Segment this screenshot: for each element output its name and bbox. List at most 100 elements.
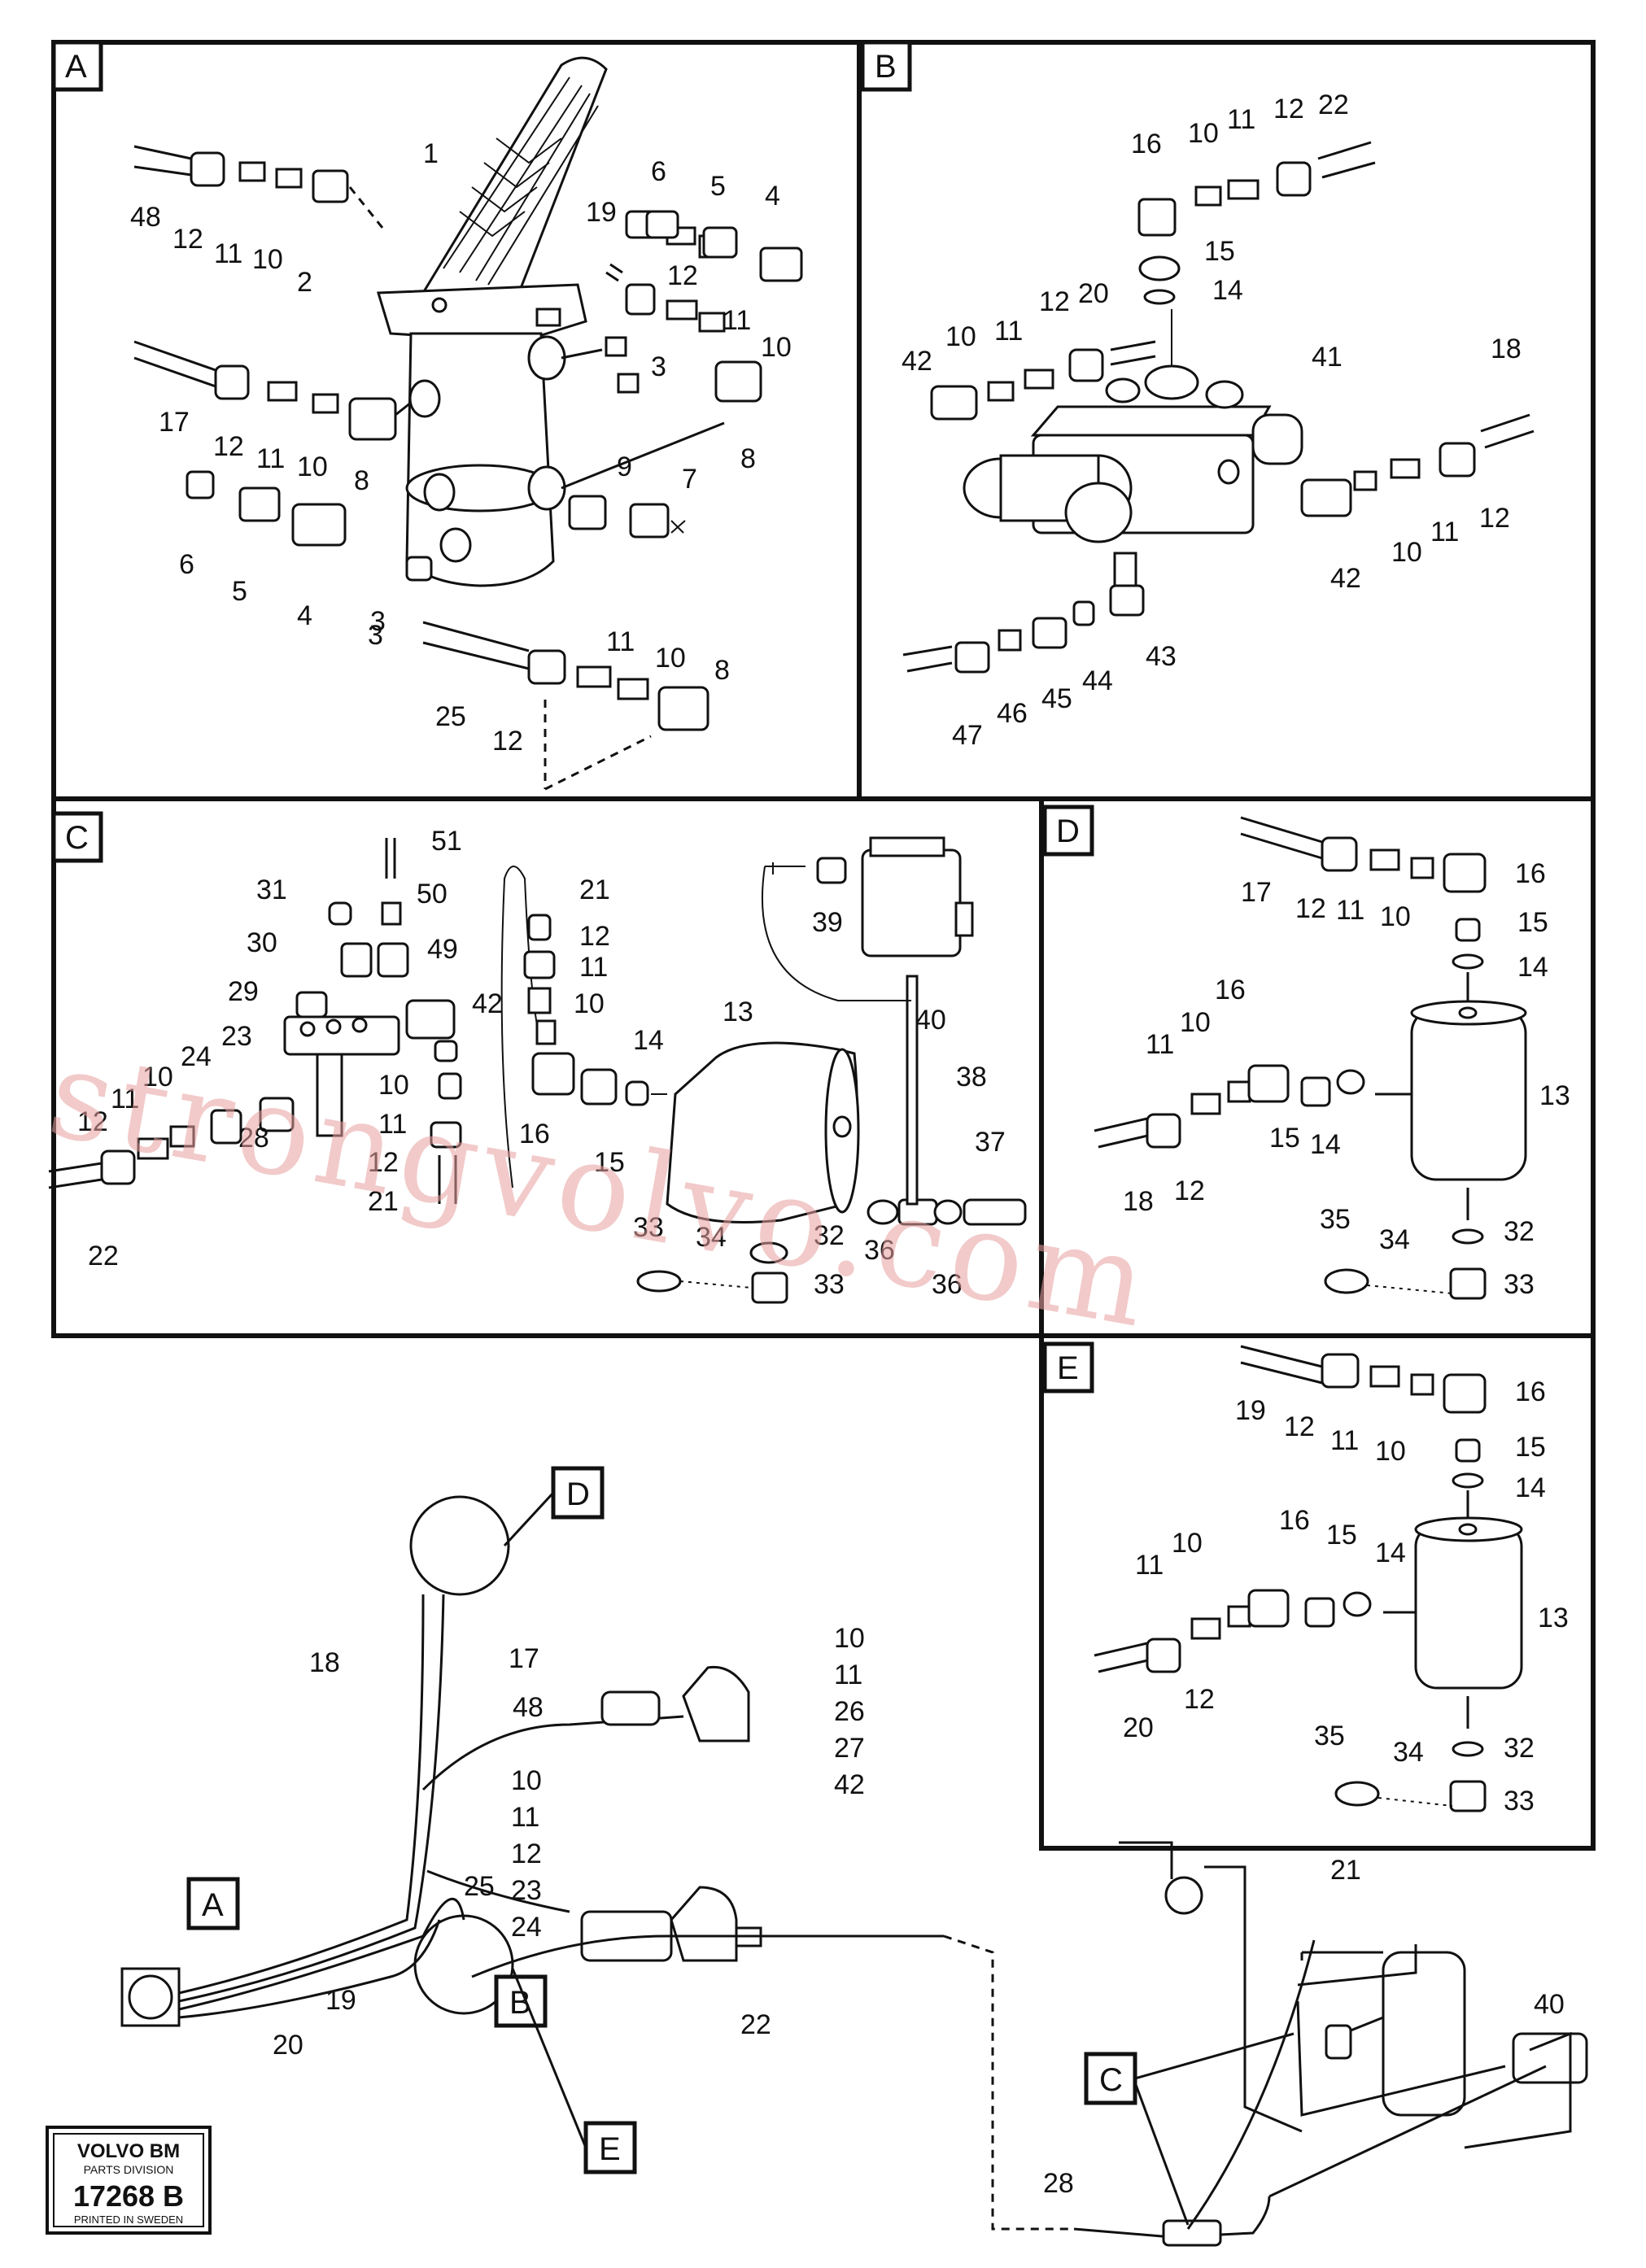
label-7: 7 xyxy=(682,464,697,495)
logo-brand: VOLVO BM xyxy=(77,2140,180,2162)
svg-text:E: E xyxy=(599,2131,621,2167)
svg-text:A: A xyxy=(202,1887,224,1923)
label-d32: 32 xyxy=(1504,1216,1535,1247)
label-b11c: 11 xyxy=(1430,517,1459,547)
label-e14: 14 xyxy=(1515,1472,1546,1503)
label-12b: 12 xyxy=(667,260,698,291)
label-12c: 12 xyxy=(213,431,244,462)
label-48: 48 xyxy=(130,202,161,233)
label-c50: 50 xyxy=(417,879,448,909)
panel-tag-a: A xyxy=(51,40,103,92)
label-c40: 40 xyxy=(915,1005,946,1036)
label-e10: 10 xyxy=(1375,1436,1406,1467)
label-c11b: 11 xyxy=(378,1109,407,1140)
label-d15: 15 xyxy=(1517,907,1548,938)
panel-a-drawing xyxy=(133,56,803,791)
label-e16: 16 xyxy=(1515,1376,1546,1407)
label-e11: 11 xyxy=(1330,1425,1359,1456)
label-b16: 16 xyxy=(1131,129,1162,159)
label-b45: 45 xyxy=(1041,683,1072,714)
label-e15b: 15 xyxy=(1326,1520,1357,1551)
label-e12: 12 xyxy=(1284,1411,1315,1442)
label-o23: 23 xyxy=(511,1875,542,1906)
label-c39: 39 xyxy=(812,907,843,938)
label-12: 12 xyxy=(172,224,203,255)
label-b10c: 10 xyxy=(1391,537,1422,568)
label-o11b: 11 xyxy=(511,1802,539,1833)
label-8b: 8 xyxy=(740,443,756,474)
label-o10: 10 xyxy=(834,1623,865,1654)
label-3a: 3 xyxy=(651,351,666,382)
label-d11b: 11 xyxy=(1146,1029,1174,1060)
label-c34: 34 xyxy=(696,1222,727,1253)
label-b12b: 12 xyxy=(1039,286,1070,317)
label-o48: 48 xyxy=(513,1692,544,1723)
panel-b-drawing xyxy=(902,141,1535,674)
label-10b: 10 xyxy=(761,332,792,363)
label-o11: 11 xyxy=(834,1660,862,1690)
label-d12b: 12 xyxy=(1174,1175,1205,1206)
label-2: 2 xyxy=(297,267,312,298)
label-5: 5 xyxy=(710,171,726,202)
label-c21b: 21 xyxy=(579,874,610,905)
panel-c-drawing xyxy=(48,836,1027,1304)
overview-leaders xyxy=(503,1491,1295,2226)
label-11: 11 xyxy=(214,238,242,269)
label-d14: 14 xyxy=(1517,952,1548,983)
label-b10b: 10 xyxy=(945,321,976,352)
label-e35: 35 xyxy=(1314,1721,1345,1751)
label-3b: 3 xyxy=(370,606,386,637)
label-e32: 32 xyxy=(1504,1733,1535,1764)
label-c33b: 33 xyxy=(633,1212,664,1243)
label-b18: 18 xyxy=(1491,334,1522,364)
label-c30: 30 xyxy=(247,927,277,958)
label-b42: 42 xyxy=(902,346,932,377)
label-o40: 40 xyxy=(1534,1989,1565,2020)
label-c31: 31 xyxy=(256,874,287,905)
label-d33: 33 xyxy=(1504,1269,1535,1300)
overview-tag-c: C xyxy=(1084,2052,1137,2105)
label-17: 17 xyxy=(159,407,190,438)
label-e33: 33 xyxy=(1504,1786,1535,1817)
label-5b: 5 xyxy=(232,576,247,607)
panel-tag-c-text: C xyxy=(65,820,89,856)
label-b43: 43 xyxy=(1146,641,1177,672)
panel-e-labels: 19 12 11 10 16 15 14 16 15 14 10 11 13 2… xyxy=(1123,1376,1569,1817)
label-c16: 16 xyxy=(519,1119,550,1149)
label-4b: 4 xyxy=(297,600,312,631)
label-e15: 15 xyxy=(1515,1432,1546,1463)
label-10d: 10 xyxy=(655,643,686,674)
volvo-bm-logo: VOLVO BM PARTS DIVISION 17268 B PRINTED … xyxy=(46,2126,212,2235)
panel-tag-d-text: D xyxy=(1056,813,1080,849)
label-4: 4 xyxy=(765,181,780,212)
label-c21: 21 xyxy=(368,1186,399,1217)
overview-tag-b: B xyxy=(494,1974,548,2028)
label-d12: 12 xyxy=(1295,893,1326,924)
label-e16b: 16 xyxy=(1279,1505,1310,1536)
label-c14: 14 xyxy=(633,1025,664,1056)
panel-d-labels: 17 12 11 10 16 15 14 16 10 11 13 15 14 1… xyxy=(1123,858,1570,1300)
label-d16b: 16 xyxy=(1215,975,1246,1005)
label-1: 1 xyxy=(423,138,439,169)
label-d34: 34 xyxy=(1379,1224,1410,1255)
label-e34: 34 xyxy=(1393,1737,1424,1768)
label-c29: 29 xyxy=(228,976,259,1007)
label-c36b: 36 xyxy=(932,1269,963,1300)
label-e20: 20 xyxy=(1123,1712,1154,1743)
label-o20: 20 xyxy=(273,2030,303,2061)
label-d18: 18 xyxy=(1123,1186,1154,1217)
panel-b-labels: 16 10 11 12 22 15 14 20 12 11 10 42 41 1… xyxy=(902,89,1522,751)
label-o17: 17 xyxy=(509,1643,539,1674)
label-o21: 21 xyxy=(1330,1855,1361,1886)
label-d15b: 15 xyxy=(1269,1123,1300,1154)
label-11d: 11 xyxy=(606,626,635,657)
label-c22: 22 xyxy=(88,1241,119,1271)
label-b20: 20 xyxy=(1078,278,1109,309)
panel-tag-e-text: E xyxy=(1057,1350,1079,1386)
label-o26: 26 xyxy=(834,1696,865,1727)
label-c32: 32 xyxy=(814,1220,845,1251)
label-d10b: 10 xyxy=(1180,1007,1211,1038)
panel-a-labels: 1 48 12 11 10 2 19 6 5 4 12 11 10 3 3 17… xyxy=(130,138,792,757)
label-c24: 24 xyxy=(181,1041,212,1072)
